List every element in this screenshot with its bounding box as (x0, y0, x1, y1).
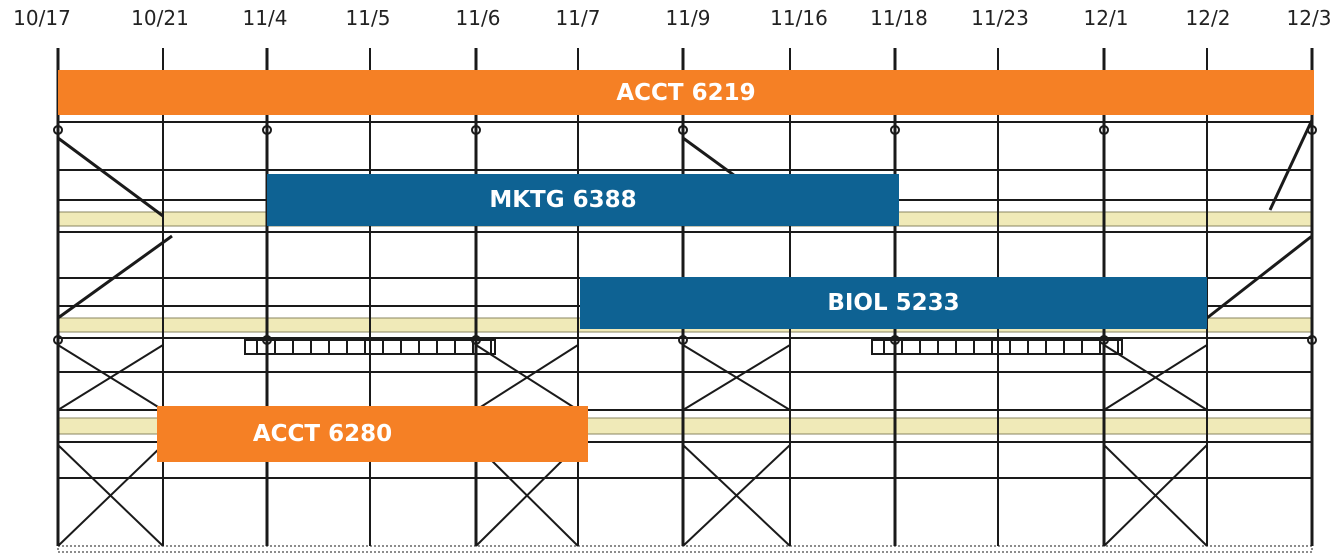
date-label: 10/21 (131, 6, 189, 30)
date-label: 11/16 (770, 6, 828, 30)
connector-node (678, 335, 688, 345)
connector-node (53, 335, 63, 345)
connector-node (678, 125, 688, 135)
course-bar-acct-6219: ACCT 6219 (58, 70, 1314, 115)
date-label: 11/18 (870, 6, 928, 30)
ladder-rail (244, 339, 496, 355)
course-bar-biol-5233: BIOL 5233 (580, 277, 1207, 329)
date-label: 10/17 (13, 6, 71, 30)
cross-brace (1103, 444, 1208, 547)
course-label: BIOL 5233 (827, 290, 960, 316)
cross-brace (682, 344, 791, 411)
brace-line (1268, 119, 1314, 211)
connector-node (890, 125, 900, 135)
date-label: 12/3 (1286, 6, 1332, 30)
cross-brace (57, 344, 164, 411)
connector-node (262, 125, 272, 135)
brace-line (1206, 234, 1313, 320)
cross-brace (57, 444, 164, 547)
date-label: 11/4 (242, 6, 288, 30)
course-bar-mktg-6388: MKTG 6388 (267, 174, 899, 226)
connector-node (471, 125, 481, 135)
ground-line (57, 545, 1313, 553)
connector-node (1307, 335, 1317, 345)
connector-node (53, 125, 63, 135)
connector-node (1099, 125, 1109, 135)
date-label: 11/9 (665, 6, 711, 30)
cross-brace (1103, 344, 1208, 411)
course-label: MKTG 6388 (489, 187, 637, 213)
date-label: 12/2 (1185, 6, 1231, 30)
course-label: ACCT 6280 (252, 421, 393, 447)
date-label: 12/1 (1083, 6, 1129, 30)
course-label: ACCT 6219 (616, 79, 756, 106)
ladder-rail (871, 339, 1123, 355)
date-label: 11/7 (555, 6, 601, 30)
cross-brace (682, 444, 791, 547)
brace-line (57, 234, 173, 320)
date-label: 11/23 (971, 6, 1029, 30)
date-label: 11/5 (345, 6, 391, 30)
date-label: 11/6 (455, 6, 501, 30)
course-bar-acct-6280: ACCT 6280 (157, 406, 588, 462)
cross-brace (475, 344, 579, 411)
brace-line (57, 136, 164, 218)
